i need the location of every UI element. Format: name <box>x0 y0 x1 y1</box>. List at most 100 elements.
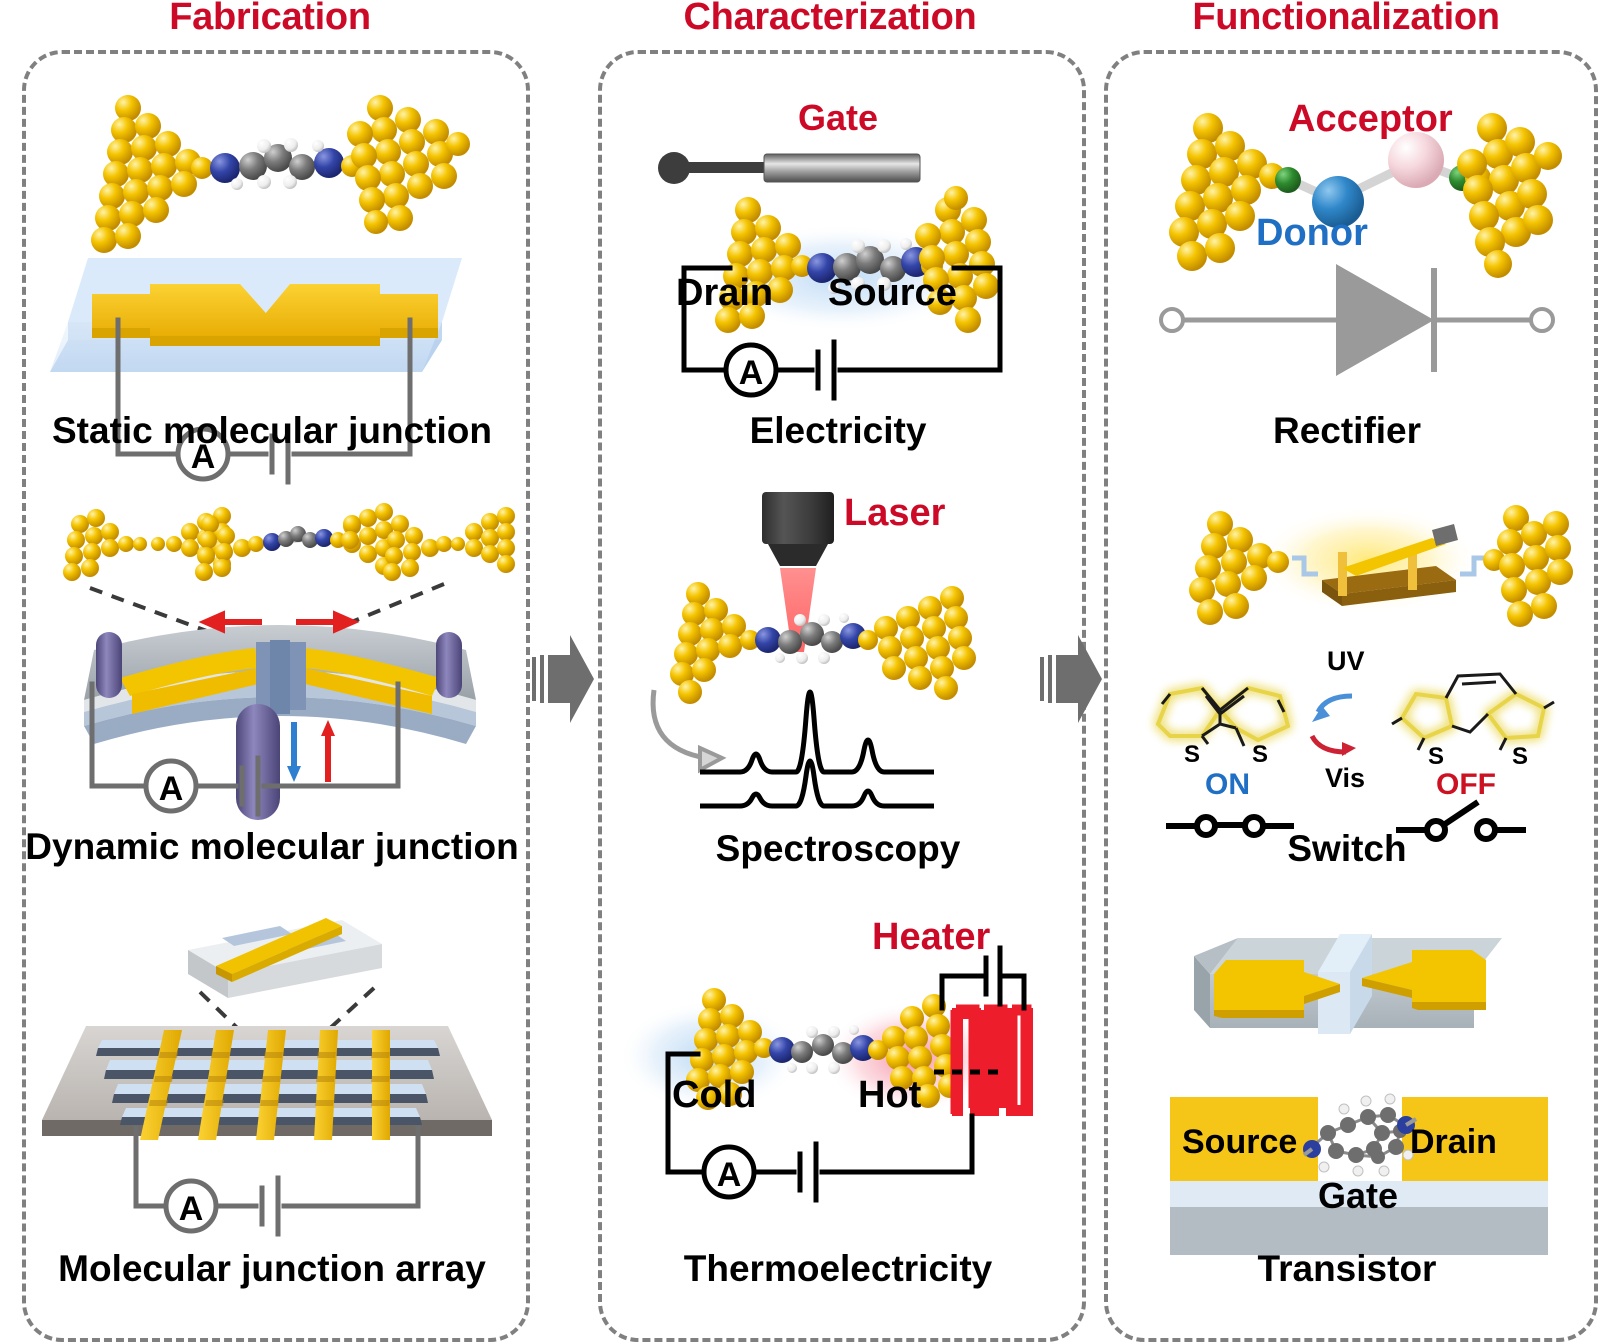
label-vis: Vis <box>1325 763 1366 793</box>
figure-switch-junction <box>1136 488 1576 658</box>
label-acceptor: Acceptor <box>1288 98 1453 140</box>
circuit-junction-array: A <box>50 1110 470 1250</box>
gold-cluster-trio <box>63 503 515 581</box>
zoom-guide-lines <box>89 582 445 646</box>
laser-objective <box>762 492 834 566</box>
transistor-molecule <box>1302 1093 1418 1177</box>
anchor-atom-left <box>1275 167 1301 193</box>
symbol-switch-on <box>1160 800 1310 850</box>
caption-dynamic-molecular-junction: Dynamic molecular junction <box>25 826 519 867</box>
label-uv: UV <box>1327 646 1365 676</box>
column-header-fabrication: Fabrication <box>169 0 371 38</box>
ammeter-label-electricity: A <box>739 354 764 392</box>
structure-off-open <box>1399 691 1547 741</box>
label-gate-transistor: Gate <box>1317 1175 1399 1216</box>
molecule-atoms-electricity <box>807 238 931 294</box>
nitrogen-atom-left <box>210 153 240 183</box>
label-laser: Laser <box>844 492 946 534</box>
symbol-switch-off <box>1390 799 1540 850</box>
label-gate-electricity: Gate <box>797 97 879 138</box>
array-vertical-electrodes <box>140 1030 390 1140</box>
gold-electrode-source <box>915 186 999 333</box>
gold-electrode-left-rect <box>1169 113 1285 271</box>
sulfur-label-off-left: S <box>1428 743 1444 770</box>
push-direction-arrows <box>287 720 335 782</box>
figure-spectroscopy <box>620 482 1020 812</box>
stretch-arrows <box>198 610 360 634</box>
nitrogen-atom-right <box>314 148 344 178</box>
donor-sphere <box>1312 176 1364 228</box>
gold-electrode-right-rect <box>1457 113 1562 278</box>
linker-left <box>1292 555 1318 577</box>
caption-transistor: Transistor <box>1257 1248 1437 1289</box>
acceptor-sphere <box>1388 132 1444 188</box>
signal-flow-arrow <box>650 689 707 761</box>
label-switch-off: OFF <box>1436 768 1496 801</box>
caption-rectifier: Rectifier <box>1272 410 1422 451</box>
caption-switch: Switch <box>1287 828 1407 869</box>
panel-fabrication <box>22 50 530 1342</box>
gold-electrode-pattern <box>92 284 438 346</box>
gold-electrode-right <box>341 95 470 234</box>
label-hot: Hot <box>858 1074 922 1116</box>
bending-beam <box>84 625 476 744</box>
label-drain-electricity: Drain <box>676 272 774 314</box>
structure-on-closed <box>1155 685 1291 743</box>
gold-electrode-left-switch <box>1189 511 1289 625</box>
figure-thermoelectricity: A <box>612 945 1033 1210</box>
heater-circuit <box>939 945 1027 1011</box>
uv-vis-arrows <box>1309 693 1356 756</box>
linker-right <box>1460 555 1486 577</box>
gold-electrode-right-switch <box>1483 505 1573 627</box>
gold-electrode-drain <box>715 197 813 333</box>
measurement-circuit-electricity <box>681 265 1003 401</box>
figure-transistor-3d <box>1186 918 1526 1088</box>
sulfur-label-off-right: S <box>1512 743 1528 770</box>
measurement-circuit <box>115 317 413 485</box>
caption-molecular-junction-array: Molecular junction array <box>58 1248 486 1289</box>
array-inset-chip <box>188 918 382 998</box>
diode-symbol <box>1159 264 1555 376</box>
gold-electrode-right-spectro <box>858 586 976 700</box>
label-drain-transistor: Drain <box>1410 1123 1497 1161</box>
label-donor: Donor <box>1256 212 1368 254</box>
gold-electrode-cold <box>686 988 774 1110</box>
transistor-gold-electrodes <box>1214 950 1486 1018</box>
molecule-atoms <box>210 138 344 190</box>
dielectric-layer <box>1170 1181 1548 1207</box>
spectrum-trace-1 <box>700 689 934 775</box>
caption-spectroscopy: Spectroscopy <box>715 828 961 869</box>
source-pad <box>1170 1097 1318 1181</box>
gold-electrode-hot <box>868 994 962 1108</box>
panel-functionalization <box>1104 50 1598 1342</box>
ammeter-label-array: A <box>179 1190 204 1228</box>
ammeter-label-thermo: A <box>717 1156 742 1194</box>
structure-off-bonds <box>1391 672 1555 751</box>
label-cold: Cold <box>672 1074 757 1116</box>
molecule-atoms-spectro <box>755 613 866 664</box>
gate-electrode <box>658 152 921 184</box>
caption-thermoelectricity: Thermoelectricity <box>683 1248 993 1289</box>
sulfur-label-on-right: S <box>1252 741 1268 768</box>
measurement-circuit-thermo <box>665 1051 975 1203</box>
column-header-functionalization: Functionalization <box>1192 0 1500 38</box>
flow-arrow-fabrication-to-characterization <box>528 625 596 733</box>
figure-molecular-junction-array <box>30 902 510 1192</box>
drain-pad <box>1402 1097 1548 1181</box>
figure-rectifier <box>1126 86 1576 376</box>
sulfur-label-on-left: S <box>1184 741 1200 768</box>
vis-arrowhead <box>1342 742 1356 756</box>
flow-arrow-characterization-to-functionalization <box>1036 625 1104 733</box>
ammeter-label-static: A <box>191 438 216 476</box>
label-source-transistor: Source <box>1182 1123 1298 1161</box>
uv-arrowhead <box>1312 706 1330 722</box>
photoswitch-molecule-3d <box>1322 524 1458 606</box>
gold-electrode-left-spectro <box>670 582 760 704</box>
figure-photoswitch-structures: S S S S <box>1140 662 1580 792</box>
caption-electricity: Electricity <box>749 410 927 451</box>
gold-electrode-left <box>91 95 213 253</box>
figure-electricity: A <box>616 140 1056 401</box>
ammeter-label-dynamic: A <box>159 770 184 808</box>
column-header-characterization: Characterization <box>683 0 977 38</box>
